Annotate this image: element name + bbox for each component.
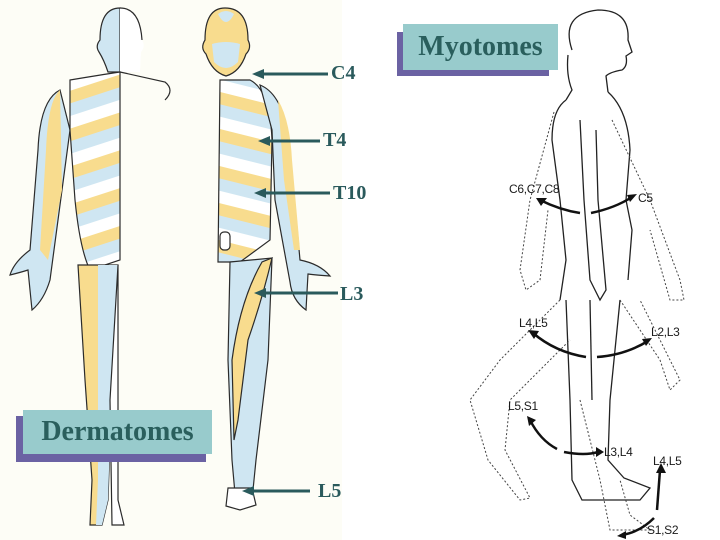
myotome-label-c5: C5 xyxy=(638,191,653,205)
myotome-label-l2-l3: L2,L3 xyxy=(651,325,680,339)
dermatome-label-c4: C4 xyxy=(331,62,356,84)
back-body-figure xyxy=(9,7,171,526)
myotome-label-l5-s1: L5,S1 xyxy=(508,399,538,413)
dotted-limb-positions xyxy=(469,111,685,531)
dermatome-label-l3: L3 xyxy=(340,283,364,305)
dermatome-figures xyxy=(9,7,338,526)
dermatome-arrows xyxy=(242,69,338,496)
myotomes-panel xyxy=(342,0,720,540)
myotome-label-s1-s2: S1,S2 xyxy=(647,523,679,537)
myotome-label-l4-l5-hip: L4,L5 xyxy=(519,316,548,330)
dermatomes-title: Dermatomes xyxy=(23,410,212,454)
myotomes-title: Myotomes xyxy=(403,24,558,70)
side-body-figure xyxy=(551,9,652,501)
myotome-label-l4-l5-ankle: L4,L5 xyxy=(653,454,682,468)
myotome-label-l3-l4: L3,L4 xyxy=(604,445,633,459)
dermatome-label-t4: T4 xyxy=(323,129,347,151)
myotome-label-c6-c7-c8: C6,C7,C8 xyxy=(509,182,560,196)
dermatome-label-t10: T10 xyxy=(333,182,367,204)
myotome-arrowheads xyxy=(527,194,666,539)
dermatome-label-l5: L5 xyxy=(318,480,342,502)
